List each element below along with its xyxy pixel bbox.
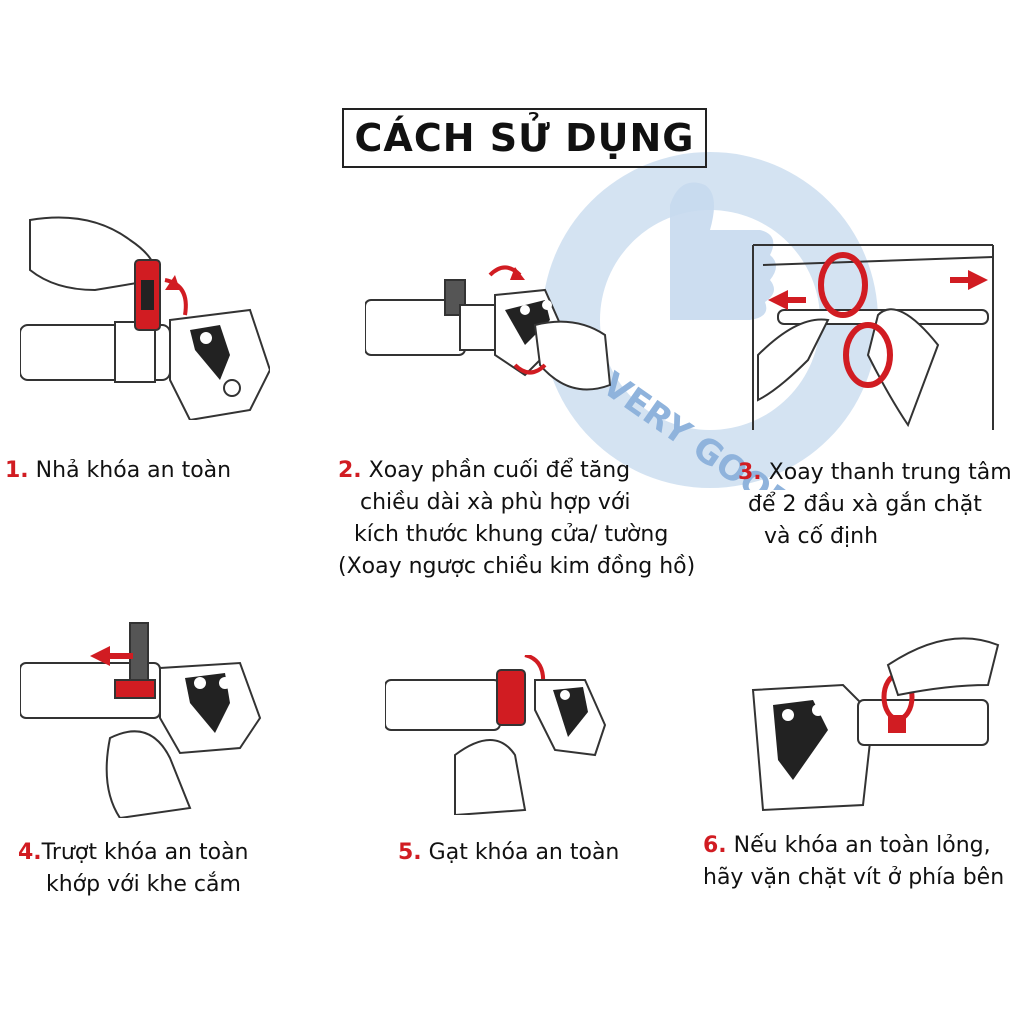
title-box: CÁCH SỬ DỤNG [342, 108, 707, 168]
step-3-line-1: Xoay thanh trung tâm [768, 460, 1012, 485]
step-5-line-1: Gạt khóa an toàn [428, 840, 620, 865]
step-2-number: 2. [338, 458, 362, 483]
step-6-line-2: hãy vặn chặt vít ở phía bên [703, 865, 1005, 890]
step-3-line-3: và cố định [764, 524, 879, 549]
step-2-line-2: chiều dài xà phù hợp với [360, 490, 631, 515]
step-6-number: 6. [703, 833, 727, 858]
step-5-number: 5. [398, 840, 422, 865]
page-title: CÁCH SỬ DỤNG [354, 116, 695, 160]
step-1-text: 1. Nhả khóa an toàn [5, 455, 231, 487]
step-4-illustration [20, 622, 262, 818]
step-6-text: 6. Nếu khóa an toàn lỏng, hãy vặn chặt v… [703, 830, 1004, 894]
step-6-illustration [751, 637, 1000, 812]
step-4-line-1: Trượt khóa an toàn [41, 840, 249, 865]
step-6-line-1: Nếu khóa an toàn lỏng, [733, 833, 991, 858]
step-3-line-2: để 2 đầu xà gắn chặt [748, 492, 982, 517]
step-2-text: 2. Xoay phần cuối để tăng chiều dài xà p… [338, 455, 695, 583]
step-2-illustration [365, 265, 612, 391]
step-1-number: 1. [5, 458, 29, 483]
step-2-line-4: (Xoay ngược chiều kim đồng hồ) [338, 554, 696, 579]
step-4-line-2: khớp với khe cắm [46, 872, 241, 897]
step-2-line-1: Xoay phần cuối để tăng [368, 458, 631, 483]
step-4-number: 4. [18, 840, 42, 865]
step-3-illustration [752, 244, 994, 430]
step-1-line-1: Nhả khóa an toàn [35, 458, 232, 483]
step-4-text: 4.Trượt khóa an toàn khớp với khe cắm [18, 837, 249, 901]
step-3-number: 3. [738, 460, 762, 485]
step-1-illustration [20, 216, 270, 420]
step-5-illustration [385, 655, 607, 815]
step-5-text: 5. Gạt khóa an toàn [398, 837, 619, 869]
step-3-text: 3. Xoay thanh trung tâm để 2 đầu xà gắn … [738, 457, 1012, 553]
step-2-line-3: kích thước khung cửa/ tường [354, 522, 669, 547]
